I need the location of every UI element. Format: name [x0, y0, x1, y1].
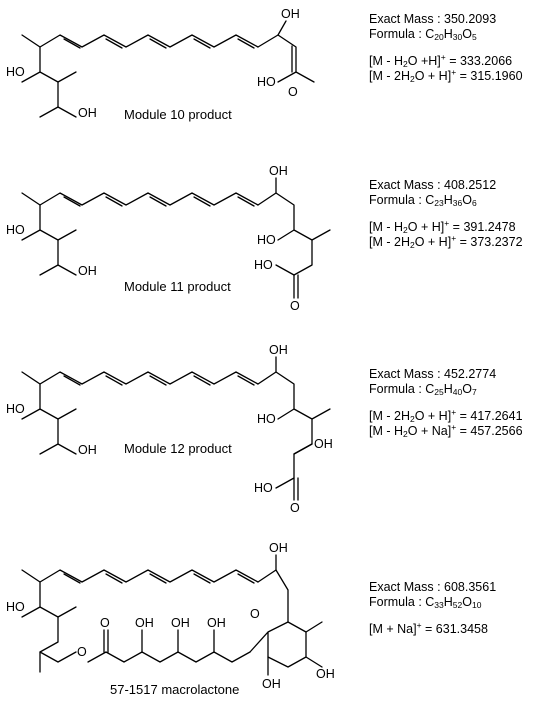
atom-oh: OH: [269, 164, 288, 178]
atom-oh: OH: [207, 616, 226, 630]
exact-mass: Exact Mass : 350.2093: [369, 12, 497, 26]
caption-module-11: Module 11 product: [124, 279, 231, 294]
ion-2: [M - 2H2O + H]+ = 373.2372: [369, 233, 523, 250]
atom-ho: HO: [6, 402, 25, 416]
atom-o: O: [100, 616, 110, 630]
atom-ho: HO: [257, 75, 276, 89]
exact-mass: Exact Mass : 408.2512: [369, 178, 497, 192]
properties-module-12: Exact Mass : 452.2774 Formula : C25H40O7…: [369, 367, 523, 439]
atom-ho: HO: [6, 223, 25, 237]
atom-oh: OH: [135, 616, 154, 630]
atom-ho: HO: [257, 412, 276, 426]
atom-oh: OH: [281, 7, 300, 21]
properties-module-11: Exact Mass : 408.2512 Formula : C23H36O6…: [369, 178, 523, 250]
structure-module-12: [21, 356, 331, 501]
structure-module-10: [21, 20, 315, 118]
atom-ho: HO: [6, 600, 25, 614]
atom-ho: HO: [257, 233, 276, 247]
atom-oh: OH: [78, 106, 97, 120]
ion-1: [M + Na]+ = 631.3458: [369, 620, 488, 636]
atom-oh: OH: [269, 541, 288, 555]
atom-o: O: [290, 501, 300, 515]
atom-ho: HO: [254, 481, 273, 495]
formula: Formula : C33H52O10: [369, 595, 482, 610]
structure-module-11: [21, 177, 331, 299]
atom-o: O: [77, 645, 87, 659]
caption-macrolactone: 57-1517 macrolactone: [110, 682, 240, 697]
atom-oh: OH: [314, 437, 333, 451]
caption-module-12: Module 12 product: [124, 441, 232, 456]
atom-ho: HO: [254, 258, 273, 272]
atom-o: O: [250, 607, 260, 621]
atom-oh: OH: [262, 677, 281, 691]
ion-2: [M - 2H2O + H]+ = 315.1960: [369, 67, 523, 84]
ion-1: [M - H2O + H]+ = 391.2478: [369, 218, 516, 235]
caption-module-10: Module 10 product: [124, 107, 232, 122]
formula: Formula : C23H36O6: [369, 193, 477, 208]
properties-module-10: Exact Mass : 350.2093 Formula : C20H30O5…: [369, 12, 523, 84]
atom-oh: OH: [316, 667, 335, 681]
exact-mass: Exact Mass : 608.3561: [369, 580, 497, 594]
ion-2: [M - H2O + Na]+ = 457.2566: [369, 422, 523, 439]
atom-oh: OH: [78, 264, 97, 278]
atom-o: O: [288, 85, 298, 99]
formula: Formula : C25H40O7: [369, 382, 477, 397]
atom-labels: OH HO OH O HO OH HO OH HO O HO OH HO OH …: [6, 7, 335, 691]
properties-macrolactone: Exact Mass : 608.3561 Formula : C33H52O1…: [369, 580, 496, 637]
formula: Formula : C20H30O5: [369, 27, 477, 42]
exact-mass: Exact Mass : 452.2774: [369, 367, 497, 381]
atom-ho: HO: [6, 65, 25, 79]
atom-oh: OH: [269, 343, 288, 357]
ion-1: [M - H2O +H]+ = 333.2066: [369, 52, 513, 69]
atom-oh: OH: [171, 616, 190, 630]
atom-oh: OH: [78, 443, 97, 457]
atom-o: O: [290, 299, 300, 313]
structure-macrolactone: [21, 554, 323, 676]
ion-1: [M - 2H2O + H]+ = 417.2641: [369, 407, 523, 424]
